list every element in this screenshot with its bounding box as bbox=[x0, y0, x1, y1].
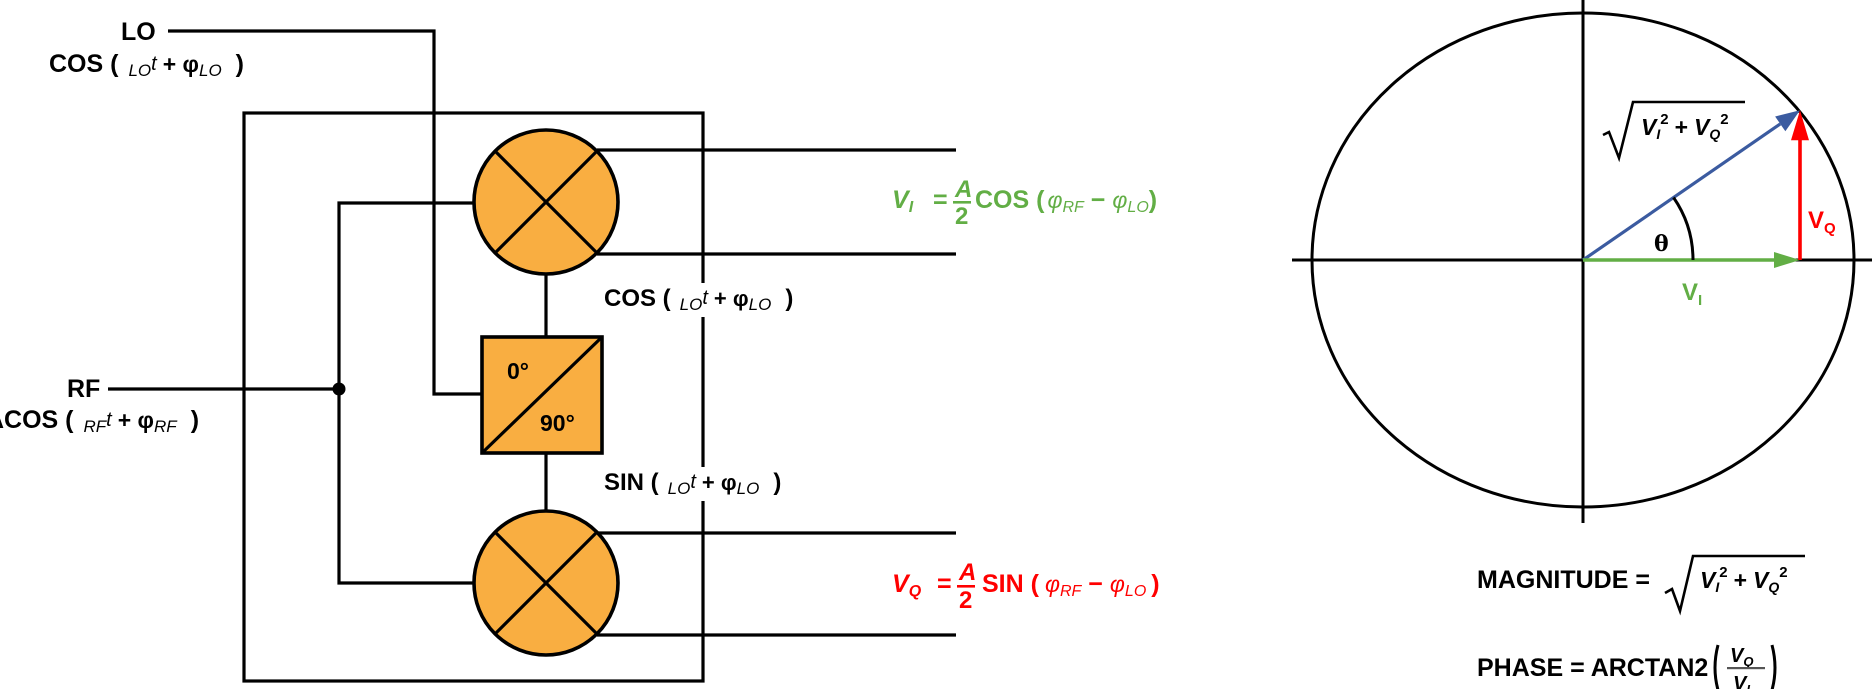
q-output-equation: VQ = A 2 SIN (φRF−φLO) bbox=[892, 559, 1160, 614]
rf-input-label: RF ACOS (RFt+ φRF) bbox=[0, 375, 199, 436]
svg-text:2: 2 bbox=[955, 203, 968, 230]
vq-label: VQ bbox=[1808, 207, 1836, 237]
vq-arrowhead bbox=[1791, 110, 1809, 141]
sqrt-icon bbox=[1602, 100, 1745, 163]
right-paren bbox=[1770, 644, 1777, 689]
phasor-diagram: θ VI VQ VI2+VQ2 bbox=[1292, 0, 1872, 523]
i-output-equation: VI = A 2 COS (φRF−φLO) bbox=[892, 176, 1157, 230]
label-mask bbox=[600, 467, 796, 501]
svg-text:PHASE = ARCTAN2: PHASE = ARCTAN2 bbox=[1477, 654, 1708, 682]
magnitude-vector bbox=[1582, 122, 1782, 262]
splitter-90-deg-label: 90° bbox=[540, 410, 575, 436]
lo-input-wire bbox=[168, 29, 482, 396]
magnitude-vector-label: VI2+VQ2 bbox=[1602, 100, 1745, 163]
svg-text:COS (φRF−φLO): COS (φRF−φLO) bbox=[975, 186, 1157, 216]
vi-label: VI bbox=[1682, 279, 1702, 309]
svg-text:2: 2 bbox=[959, 587, 972, 614]
magnitude-formula: MAGNITUDE = VI2+VQ2 bbox=[1477, 554, 1805, 616]
svg-text:VI: VI bbox=[892, 186, 914, 216]
svg-text:VI2+VQ2: VI2+VQ2 bbox=[1641, 111, 1729, 142]
q-mixer bbox=[472, 509, 620, 657]
vi-arrowhead bbox=[1774, 252, 1800, 268]
svg-text:=: = bbox=[937, 570, 952, 598]
i-mixer bbox=[472, 128, 620, 276]
lo-input-label: LO COS (LOt+ φLO) bbox=[49, 18, 244, 80]
svg-text:A: A bbox=[958, 559, 976, 586]
rf-expression: ACOS (RFt+ φRF) bbox=[0, 406, 199, 436]
demodulator-block: 0° 90° bbox=[108, 29, 956, 683]
label-mask bbox=[600, 283, 810, 317]
lo-expression: COS (LOt+ φLO) bbox=[49, 50, 244, 80]
sqrt-icon bbox=[1664, 554, 1805, 616]
phase-formula: PHASE = ARCTAN2 VQ VI bbox=[1477, 644, 1777, 689]
rf-name: RF bbox=[67, 375, 100, 403]
magnitude-arrowhead bbox=[1775, 110, 1800, 132]
theta-arc bbox=[1672, 196, 1695, 261]
theta-label: θ bbox=[1654, 231, 1669, 257]
outer-frame bbox=[242, 111, 705, 683]
splitter-0-deg-label: 0° bbox=[507, 358, 529, 384]
svg-text:VI2+VQ2: VI2+VQ2 bbox=[1700, 564, 1788, 595]
lo-cos-branch-label: COS (LOt+ φLO) bbox=[604, 285, 793, 314]
lo-sin-branch-label: SIN (LOt+ φLO) bbox=[604, 469, 781, 498]
svg-text:VQ: VQ bbox=[1730, 645, 1753, 669]
lo-name: LO bbox=[121, 18, 156, 46]
svg-text:SIN (φRF−φLO): SIN (φRF−φLO) bbox=[982, 570, 1160, 600]
svg-text:MAGNITUDE =: MAGNITUDE = bbox=[1477, 566, 1650, 594]
junction-dot bbox=[332, 382, 346, 396]
phase-splitter: 0° 90° bbox=[480, 335, 604, 455]
svg-text:=: = bbox=[933, 186, 948, 214]
svg-text:A: A bbox=[954, 176, 972, 203]
svg-text:VQ: VQ bbox=[892, 570, 922, 600]
left-paren bbox=[1713, 644, 1720, 689]
svg-text:VI: VI bbox=[1733, 673, 1750, 689]
